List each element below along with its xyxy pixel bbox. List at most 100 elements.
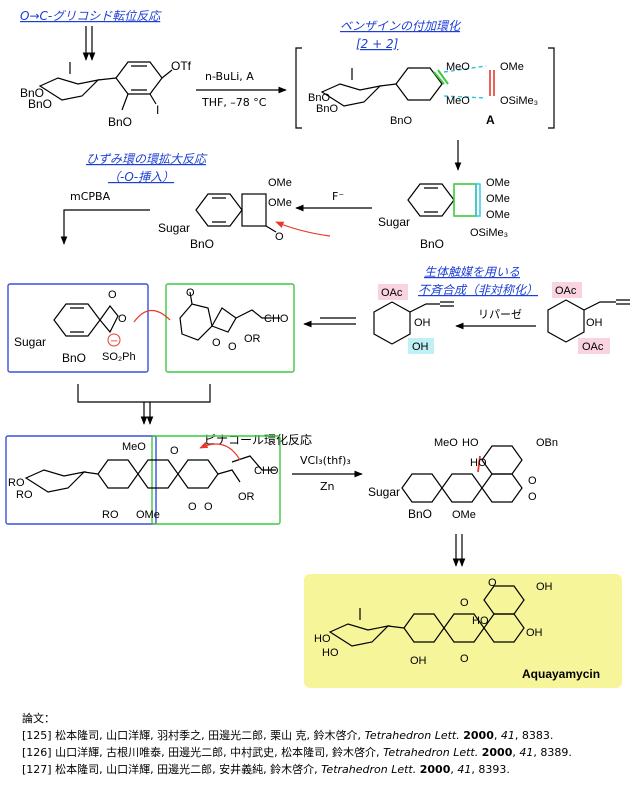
label-iodo: I <box>156 103 159 117</box>
label-ro-1: RO <box>8 477 25 489</box>
arrow-red-coupling <box>133 309 171 323</box>
title-ring-expansion: ひずみ環の環拡大反応 <box>86 152 208 166</box>
label-bno-2: BnO <box>28 97 52 111</box>
box-left-fragment <box>5 435 157 525</box>
box-spiro-enone <box>165 283 295 373</box>
label-o2-g: O <box>228 341 237 353</box>
condition-lipase: リパーゼ <box>478 308 522 321</box>
label-oh-e1: OH <box>412 341 429 353</box>
benzocyclobutene-ketal: OMe OMe OMe OSiMe₃ Sugar BnO <box>378 177 510 251</box>
label-so2ph: SO₂Ph <box>102 351 136 363</box>
label-bno-i2: BnO <box>316 103 338 115</box>
condition-thf: THF, –78 °C <box>201 96 267 109</box>
label-reagent-a: A <box>486 113 495 127</box>
bracket-right <box>548 47 555 129</box>
phthalide-sulfone: − O O Sugar BnO SO₂Ph <box>14 289 136 365</box>
title-2plus2: [2 + 2] <box>356 37 399 51</box>
label-bno-f: BnO <box>62 351 86 365</box>
label-o1-h: O <box>188 501 197 513</box>
title-o-insertion: （-O-挿入） <box>108 170 174 184</box>
label-meo-a2: MeO <box>446 95 470 107</box>
starting-material-aryl-triflate: OTf I BnO BnO BnO <box>20 59 192 129</box>
label-oh-p2: OH <box>526 627 543 639</box>
label-bno-i: BnO <box>408 507 432 521</box>
label-ome-h: OMe <box>136 509 160 521</box>
label-ho-p2: HO <box>314 633 331 645</box>
label-otf: OTf <box>171 59 192 73</box>
label-ome-i: OMe <box>452 509 476 521</box>
label-osime3-b: OSiMe₃ <box>470 227 508 239</box>
label-oh-p1: OH <box>536 581 553 593</box>
label-bno-c: BnO <box>190 237 214 251</box>
label-oxo-p3: O <box>460 653 469 665</box>
reference-127: [127] 松本隆司, 山口洋輝, 田邊光二郎, 安井義純, 鈴木啓介, Tet… <box>22 763 510 776</box>
condition-vcl3: VCl₃(thf)₃ <box>300 454 351 467</box>
box-phthalide <box>7 283 149 373</box>
label-ro-3: RO <box>102 509 119 521</box>
title-benzyne-cycloaddition: ベンザインの付加環化 <box>340 19 462 33</box>
label-o2-i: O <box>528 491 537 503</box>
label-oxo-p2: O <box>488 577 497 589</box>
label-o1-i: O <box>528 475 537 487</box>
bracket-left <box>295 47 302 129</box>
label-meo-h: MeO <box>122 441 146 453</box>
label-ho-p1: HO <box>472 615 489 627</box>
label-ome-b1: OMe <box>486 177 510 189</box>
label-oxo-g: O <box>186 287 195 299</box>
label-o1-g: O <box>212 337 221 349</box>
box-right-fragment <box>151 435 281 525</box>
references-heading: 論文： <box>22 712 55 725</box>
label-ho-i2: HO <box>470 457 487 469</box>
label-sugar-i: Sugar <box>368 485 400 499</box>
label-ome-b2: OMe <box>486 193 510 205</box>
references: 論文： [125] 松本隆司, 山口洋輝, 羽村季之, 田邊光二郎, 栗山 克,… <box>22 710 622 778</box>
label-oac-d2: OAc <box>582 341 604 353</box>
label-oac-e: OAc <box>381 287 403 299</box>
title-biocatalysis: 生体触媒を用いる <box>424 265 520 279</box>
label-ome-c1: OMe <box>268 177 292 189</box>
label-aquayamycin: Aquayamycin <box>522 667 600 681</box>
benzocyclobutenone: OMe OMe O Sugar BnO <box>158 177 331 251</box>
label-ome-b3: OMe <box>486 209 510 221</box>
svg-text:−: − <box>110 336 118 347</box>
condition-zn: Zn <box>320 480 335 493</box>
label-oh-e2: OH <box>414 317 431 329</box>
benzyne-intermediate: MeO OMe MeO OSiMe₃ A BnO BnO BnO <box>308 61 538 127</box>
reference-126: [126] 山口洋輝, 古根川唯泰, 田邊光二郎, 中村武史, 松本隆司, 鈴木… <box>22 746 572 759</box>
monoacetate: OAc OH OH <box>373 284 454 354</box>
label-or-h: OR <box>238 491 255 503</box>
title-asymmetric: 不斉合成（非対称化） <box>418 283 538 297</box>
arrow-step4 <box>60 209 150 245</box>
label-or-g: OR <box>244 333 261 345</box>
reference-125: [125] 松本隆司, 山口洋輝, 羽村季之, 田邊光二郎, 栗山 克, 鈴木啓… <box>22 729 554 742</box>
label-sugar-f: Sugar <box>14 335 46 349</box>
combine-bracket <box>77 384 211 403</box>
meso-diacetate: OAc OAc OH <box>547 282 630 354</box>
label-cho-g: CHO <box>264 313 289 325</box>
arrow-red-pinacol <box>199 441 241 461</box>
label-oac-d1: OAc <box>555 285 577 297</box>
label-ho-p3: HO <box>322 647 339 659</box>
label-meo-i: MeO <box>434 437 458 449</box>
label-cho-h: CHO <box>254 465 279 477</box>
label-sugar-c: Sugar <box>158 221 190 235</box>
label-bno-b: BnO <box>420 237 444 251</box>
label-bno-3: BnO <box>108 115 132 129</box>
condition-nbuli: n-BuLi, A <box>205 70 254 83</box>
condition-mcpba: mCPBA <box>70 190 111 203</box>
label-oh-p3: OH <box>410 655 427 667</box>
label-ho-i1: HO <box>462 437 479 449</box>
condition-fluoride: F⁻ <box>332 190 344 203</box>
label-ring-o-f: O <box>118 313 127 325</box>
label-meo-a1: MeO <box>446 61 470 73</box>
label-oxo-f: O <box>108 289 117 301</box>
spiro-enone-aldehyde: O CHO OR O O <box>179 287 289 353</box>
label-bno-i3: BnO <box>390 115 412 127</box>
label-osime3-a: OSiMe₃ <box>500 95 538 107</box>
label-oh-d: OH <box>586 317 603 329</box>
label-oxo-h: O <box>170 445 179 457</box>
product-highlight <box>304 574 622 688</box>
aquayamycin-structure: O O OH HO OH O HO HO OH Aquayamycin <box>314 577 600 681</box>
title-o-c-glycoside-rearrangement: O→C-グリコシド転位反応 <box>20 9 162 23</box>
